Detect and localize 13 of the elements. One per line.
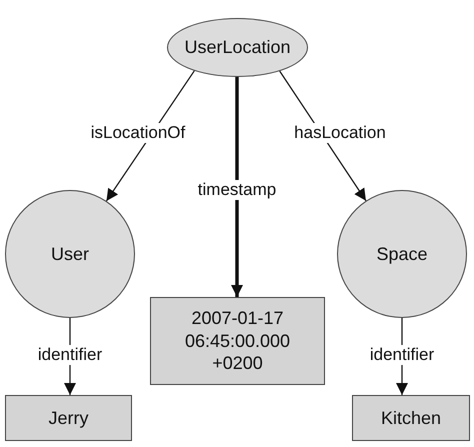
node-label: Space bbox=[375, 242, 429, 266]
node-label: Kitchen bbox=[380, 406, 442, 430]
value-box bbox=[5, 395, 132, 441]
edge-label: timestamp bbox=[196, 180, 278, 200]
arrow bbox=[231, 77, 243, 297]
value-box bbox=[352, 395, 470, 441]
node-label: UserLocation bbox=[183, 36, 292, 59]
node-label: User bbox=[50, 242, 90, 266]
node-label: Jerry bbox=[48, 406, 90, 430]
edge-label: isLocationOf bbox=[88, 123, 188, 143]
node-label: 2007-01-17 06:45:00.000 +0200 bbox=[184, 307, 292, 375]
edge-label: hasLocation bbox=[292, 123, 388, 143]
value-box bbox=[150, 297, 325, 385]
